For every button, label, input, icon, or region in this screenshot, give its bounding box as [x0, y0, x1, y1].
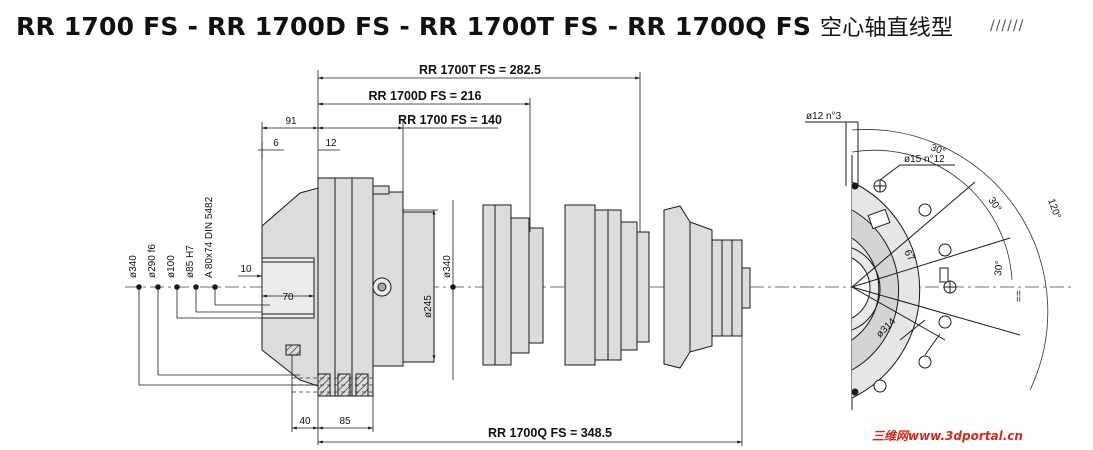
dim-hole15: ø15 n°12: [904, 154, 945, 165]
dim-rr1700t: RR 1700T FS = 282.5: [419, 63, 541, 77]
title-decoration: //////: [990, 18, 1025, 34]
dim-phi340-mid: ø340: [442, 255, 453, 278]
stage-Q: [663, 205, 751, 369]
bottom-dimensions: [291, 336, 743, 446]
left-diameter-leaders: [138, 274, 318, 386]
dim-70: 70: [282, 292, 294, 303]
rear-cover: [402, 211, 435, 363]
mid-diameter-leaders: [403, 200, 454, 380]
dim-10: 10: [240, 264, 252, 275]
dim-eq: ==: [1014, 290, 1025, 302]
dim-ang30b: 30°: [986, 195, 1004, 214]
title-suffix: 空心轴直线型: [820, 16, 954, 41]
dim-12: 12: [325, 138, 337, 149]
stage-T: [564, 204, 650, 366]
top-dimensions: [258, 70, 641, 232]
dim-phi100: ø100: [166, 255, 177, 278]
bolt-hatch-4: [285, 344, 301, 356]
dim-rr1700d: RR 1700D FS = 216: [369, 89, 482, 103]
top-boss: [372, 185, 390, 195]
dim-hole12: ø12 n°3: [806, 111, 842, 122]
motor-side-view: [261, 177, 435, 397]
stage-D: [482, 204, 544, 366]
dim-ang120: 120°: [1045, 197, 1062, 220]
dim-rr1700: RR 1700 FS = 140: [398, 113, 502, 127]
dim-phi245: ø245: [423, 295, 434, 318]
watermark: 三维网www.3dportal.cn: [872, 429, 1023, 443]
shaft-bore: [261, 257, 315, 319]
motor-end-view: [805, 121, 1049, 410]
dim-rr1700q: RR 1700Q FS = 348.5: [488, 426, 612, 440]
page-title: RR 1700 FS - RR 1700D FS - RR 1700T FS -…: [16, 10, 953, 50]
dim-91: 91: [285, 116, 297, 127]
dim-6: 6: [273, 138, 279, 149]
dim-40: 40: [299, 416, 311, 427]
dim-ang30c: 30°: [993, 260, 1005, 276]
main-body: [317, 177, 374, 397]
dim-ang67: 67: [901, 248, 916, 264]
dim-ang30a: 30°: [929, 142, 947, 158]
title-models: RR 1700 FS - RR 1700D FS - RR 1700T FS -…: [16, 12, 812, 41]
dim-phi290: ø290 f6: [147, 244, 158, 278]
dim-spline: A 80x74 DIN 5482: [204, 196, 215, 278]
dim-phi340-left: ø340: [128, 255, 139, 278]
dim-85: 85: [339, 416, 351, 427]
dim-phi85: ø85 H7: [185, 245, 196, 278]
